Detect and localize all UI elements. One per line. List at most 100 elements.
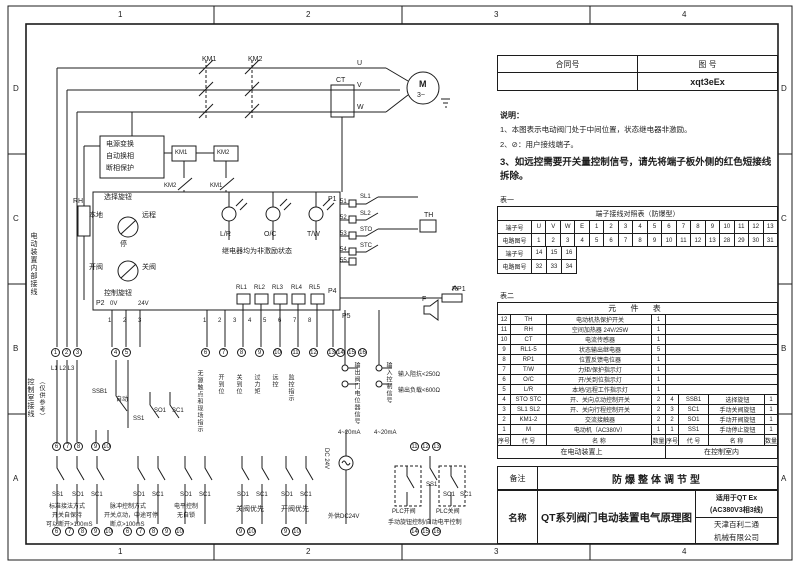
- terminal: 14: [336, 348, 345, 357]
- so1-label: SO1: [237, 492, 250, 498]
- notes-title: 说明：: [500, 111, 524, 120]
- sl1-label: SL1: [360, 194, 371, 200]
- phase-u-label: U: [357, 60, 363, 67]
- terminal: 2: [62, 348, 71, 357]
- open-limit-label: 开到位: [217, 374, 223, 395]
- bottom-terminals: 14 15 16: [410, 527, 441, 536]
- terminal: 6: [123, 527, 132, 536]
- bottom-terminals: 9 10: [281, 527, 301, 536]
- remark-label: 备注: [498, 467, 538, 489]
- terminal: 9: [236, 527, 245, 536]
- oc-lamp-label: O/C: [264, 231, 277, 238]
- terminal: 15: [347, 348, 356, 357]
- rl4-label: RL4: [291, 285, 303, 291]
- terminal: 9: [91, 527, 100, 536]
- rl2-label: RL2: [254, 285, 266, 291]
- p2-label: P2: [96, 300, 105, 307]
- l1l2l3-label: L1 L2 L3: [51, 366, 75, 372]
- drawing-frame: [7, 5, 793, 561]
- wiring-mode-caption: 可以断开>100mS: [46, 522, 93, 528]
- in-control-room-label: 在控制室内: [704, 449, 739, 456]
- plc-close-label: PLC关阀: [436, 509, 460, 515]
- p5-label: P5: [342, 313, 351, 320]
- so1-label: SO1: [443, 492, 456, 498]
- close-priority-label: 关阀优先: [236, 506, 264, 513]
- terminal: 6: [52, 527, 61, 536]
- monitor-label: 监控指示: [287, 374, 293, 402]
- zone-number: 4: [682, 547, 687, 556]
- drawing-no-label: 图 号: [698, 59, 717, 69]
- terminal: 10: [104, 527, 113, 536]
- terminal: 7: [136, 527, 145, 536]
- remote-ctrl-label: 远控: [271, 374, 277, 388]
- terminal: 13: [327, 348, 336, 357]
- terminal: 7: [65, 527, 74, 536]
- plc-open-box: [394, 465, 422, 507]
- name-label: 名称: [498, 491, 538, 543]
- drawing-title: QT系列阀门电动装置电气原理图: [538, 491, 696, 543]
- f-label: F: [422, 296, 427, 303]
- zone-number: 3: [494, 10, 499, 19]
- terminal: 9: [281, 527, 290, 536]
- auto-phase-label: 自动换相: [106, 153, 134, 160]
- manual-auto-caption: 手动旋钮控制/自动电平控制: [388, 520, 462, 526]
- table1-label: 表一: [500, 197, 514, 204]
- zone-letter: D: [781, 84, 787, 93]
- input-signal-label: 输入控制信号: [385, 362, 391, 404]
- phase-loss-label: 断相保护: [106, 165, 134, 172]
- dry-contact-label: 无源触点和现场指示: [196, 370, 202, 433]
- km1-coil-label: KM1: [175, 150, 188, 156]
- km2-contact-label: KM2: [164, 183, 177, 189]
- terminal: 16: [432, 527, 441, 536]
- bottom-terminals: 9 10: [91, 442, 111, 451]
- sc1-label: SC1: [199, 492, 211, 498]
- terminal: 14: [410, 527, 419, 536]
- km1-label: KM1: [202, 56, 217, 63]
- phase-control: [77, 112, 239, 300]
- terminal: 13: [432, 442, 441, 451]
- wiring-mode-caption: 标准接法方式: [49, 504, 86, 510]
- km2-coil-label: KM2: [217, 150, 230, 156]
- over-torque-label: 过力矩: [253, 374, 259, 395]
- pin-numbers: 1 2 3: [108, 318, 147, 324]
- phase-v-label: V: [357, 82, 362, 89]
- km2-label: KM2: [248, 56, 263, 63]
- zone-letter: A: [781, 474, 787, 483]
- terminal: 10: [247, 527, 256, 536]
- phase-w-label: W: [357, 104, 364, 111]
- power-circuit: [56, 59, 450, 347]
- zone-number: 3: [494, 547, 499, 556]
- output-load-label: 输出负载<600Ω: [398, 388, 441, 394]
- contract-drawing-block: 合同号 图 号 xqt3eEx: [497, 55, 778, 91]
- ct-label: CT: [336, 77, 346, 84]
- table2-title: 元 件 表: [498, 303, 777, 315]
- km1-contact-label: KM1: [210, 183, 223, 189]
- rp1-label: RP1: [452, 286, 466, 293]
- sl2-label: SL2: [360, 211, 371, 217]
- component-header-row: 序号代 号名 称数量序号代 号名 称数量: [498, 435, 777, 446]
- sc1-label: SC1: [91, 492, 103, 498]
- bottom-terminals: 11 12 13: [410, 442, 441, 451]
- note-item: 3、如远控需要开关量控制信号，请先将端子板外侧的红色短接线拆除。: [500, 157, 772, 182]
- zone-number: 1: [118, 10, 123, 19]
- component-footer-row: 在电动装置上 在控制室内: [498, 446, 777, 458]
- terminal: 9: [255, 348, 264, 357]
- remote-label: 远程: [142, 212, 156, 219]
- p4-label: P4: [328, 288, 337, 295]
- rh-heater: [77, 205, 91, 237]
- so1-label: SO1: [154, 408, 167, 414]
- pin-numbers: 1 2 3 4 5 6 7 8: [203, 318, 317, 324]
- zone-letter: C: [781, 214, 787, 223]
- plc-close-box: [438, 465, 466, 507]
- terminal: 3: [73, 348, 82, 357]
- sc1-label: SC1: [152, 492, 164, 498]
- control-board: [92, 191, 341, 347]
- stop-label: 停: [120, 241, 127, 248]
